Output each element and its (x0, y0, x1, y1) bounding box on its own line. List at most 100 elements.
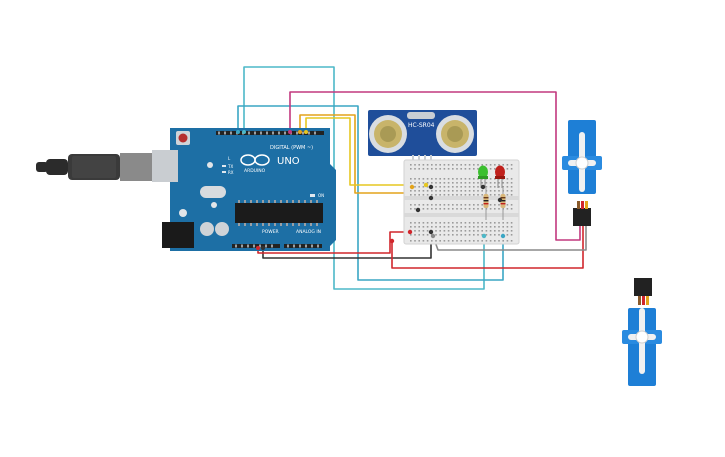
breadboard-hole (452, 182, 454, 184)
breadboard-hole (426, 194, 429, 196)
capacitor-1 (200, 222, 214, 236)
breadboard-hole (464, 226, 467, 228)
breadboard-hole (439, 222, 441, 224)
breadboard-hole (443, 168, 446, 170)
crystal (200, 186, 226, 198)
breadboard-hole (414, 234, 416, 236)
breadboard-hole (506, 178, 509, 180)
breadboard-hole (510, 168, 513, 170)
breadboard-hole (506, 204, 509, 206)
capacitor-2 (215, 222, 229, 236)
breadboard-hole (510, 164, 513, 166)
resistor-2[interactable] (500, 188, 506, 220)
breadboard-hole (506, 190, 509, 192)
breadboard-hole (456, 234, 458, 236)
servo-2-horn[interactable] (628, 308, 656, 374)
breadboard-hole (477, 204, 479, 206)
breadboard-hole (489, 230, 492, 232)
breadboard-hole (494, 234, 496, 236)
breadboard-hole (410, 164, 412, 166)
breadboard-hole (485, 230, 488, 232)
breadboard-hole (489, 168, 492, 170)
power-jack (162, 222, 194, 248)
l-label: L (228, 156, 231, 161)
breadboard-hole (494, 186, 496, 188)
breadboard-hole (426, 222, 429, 224)
digital-label: DIGITAL (PWM ~) (270, 145, 313, 151)
breadboard-hole (468, 204, 471, 206)
breadboard-hole (439, 234, 441, 236)
resistor-1[interactable] (483, 188, 489, 220)
breadboard-hole (460, 208, 462, 210)
breadboard-hole (502, 222, 504, 224)
breadboard-hole (439, 190, 441, 192)
breadboard-hole (443, 204, 446, 206)
breadboard-hole (414, 182, 416, 184)
breadboard-hole (414, 178, 416, 180)
breadboard-hole (414, 194, 416, 196)
breadboard-hole (498, 186, 500, 188)
breadboard-hole (510, 208, 513, 210)
breadboard-hole (414, 164, 416, 166)
breadboard-hole (418, 164, 420, 166)
breadboard-hole (489, 240, 492, 242)
breadboard-hole (410, 208, 412, 210)
servo-1-horn[interactable] (568, 132, 596, 192)
breadboard-hole (498, 234, 500, 236)
breadboard-hole (435, 208, 437, 210)
arduino-uno[interactable]: DIGITAL (PWM ~) ARDUINO UNO TX RX L ON (152, 128, 336, 251)
power-label: POWER (262, 229, 279, 235)
breadboard-hole (460, 182, 462, 184)
breadboard-hole (418, 240, 420, 242)
servo-2[interactable] (622, 278, 662, 386)
breadboard[interactable] (403, 159, 520, 245)
breadboard-hole (456, 190, 458, 192)
breadboard-hole (506, 168, 509, 170)
breadboard-hole (510, 230, 513, 232)
breadboard-hole (464, 234, 467, 236)
power-header[interactable] (232, 244, 280, 248)
breadboard-hole (510, 204, 513, 206)
breadboard-hole (447, 208, 450, 210)
led-red[interactable] (495, 165, 505, 189)
analog-header[interactable] (284, 244, 322, 248)
servo-1[interactable] (562, 120, 602, 226)
wire-red-5v[interactable] (257, 231, 411, 254)
breadboard-hole (473, 208, 475, 210)
breadboard-hole (477, 222, 479, 224)
breadboard-hole (489, 208, 492, 210)
breadboard-hole (422, 178, 425, 180)
wire-red-servo[interactable] (391, 225, 584, 269)
breadboard-hole (447, 204, 450, 206)
breadboard-hole (435, 226, 437, 228)
breadboard-hole (468, 194, 471, 196)
analog-label: ANALOG IN (296, 229, 321, 235)
breadboard-hole (422, 230, 425, 232)
breadboard-hole (477, 208, 479, 210)
breadboard-hole (485, 226, 488, 228)
breadboard-hole (431, 168, 433, 170)
breadboard-hole (481, 230, 483, 232)
breadboard-hole (439, 204, 441, 206)
breadboard-hole (410, 194, 412, 196)
breadboard-hole (435, 182, 437, 184)
breadboard-hole (439, 230, 441, 232)
breadboard-hole (502, 182, 504, 184)
breadboard-hole (502, 186, 504, 188)
breadboard-hole (443, 240, 446, 242)
breadboard-hole (481, 194, 483, 196)
ultrasonic-sensor[interactable]: HC-SR04 (368, 110, 477, 164)
digital-header[interactable] (216, 131, 324, 135)
breadboard-hole (494, 168, 496, 170)
wire-yellow-echo[interactable] (305, 117, 427, 186)
servo-1-connector[interactable] (573, 208, 591, 226)
breadboard-hole (506, 186, 509, 188)
wire-magenta-servo[interactable] (289, 91, 581, 241)
breadboard-hole (456, 208, 458, 210)
breadboard-hole (468, 182, 471, 184)
breadboard-hole (418, 186, 420, 188)
breadboard-hole (464, 204, 467, 206)
breadboard-hole (439, 226, 441, 228)
servo-2-connector[interactable] (634, 278, 652, 296)
